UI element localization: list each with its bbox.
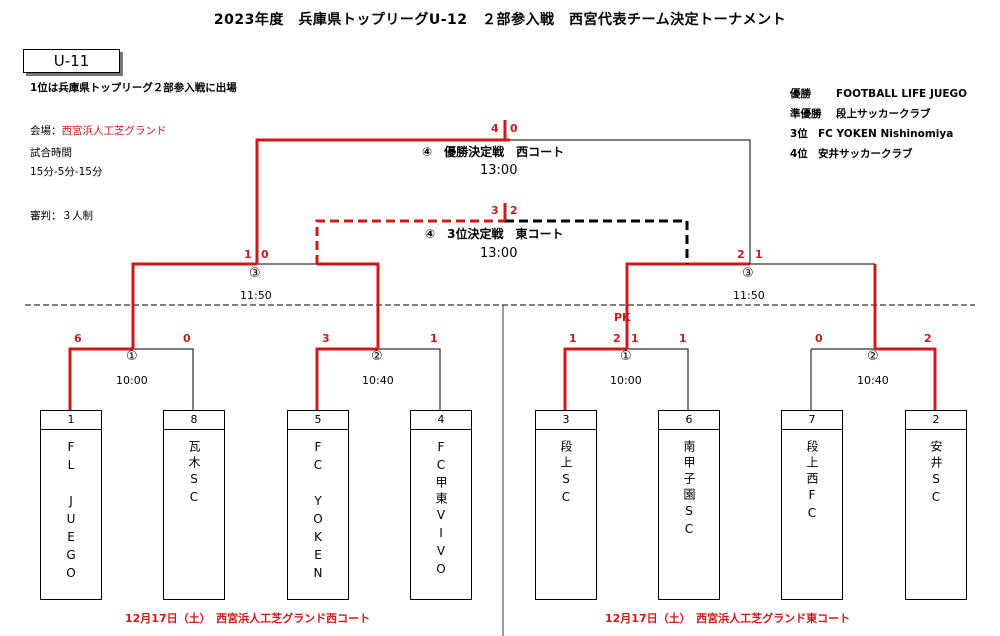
venue-name: 西宮浜人工芝グランド [61, 125, 167, 137]
round1-winner-lines [68, 347, 937, 410]
result-row: 4位安井サッカークラブ [790, 148, 913, 160]
round1-lines [133, 348, 875, 410]
team-name: 段上西FC [805, 440, 819, 524]
team-seed: 1 [41, 411, 101, 430]
team-name: FC YOKEN [311, 440, 325, 584]
final-time: 13:00 [480, 163, 518, 178]
semi-right-score-right: 1 [755, 248, 763, 261]
r1-lw1-score-right: 0 [183, 332, 191, 345]
semi-winner-lines [131, 262, 877, 349]
team-seed: 3 [536, 411, 596, 430]
result-row: 準優勝段上サッカークラブ [790, 108, 931, 120]
team-name: 瓦木SC [187, 440, 201, 508]
r1-lw1-time: 10:00 [116, 374, 148, 387]
venue-east-caption: 12月17日（土） 西宮浜人工芝グランド東コート [605, 612, 851, 625]
age-category-badge: U-11 [23, 49, 120, 73]
r1-re1-label: ① [620, 349, 632, 364]
qualify-note: 1位は兵庫県トップリーグ２部参入戦に出場 [30, 82, 237, 94]
page-title: 2023年度 兵庫県トップリーグU-12 ２部参入戦 西宮代表チーム決定トーナメ… [213, 12, 787, 28]
team-box: 1 FL JUEGO [40, 410, 102, 600]
third-place-time: 13:00 [480, 246, 518, 261]
venue-label: 会場： [30, 125, 62, 137]
r1-re2-label: ② [867, 349, 879, 364]
semi-left-score-left: 1 [244, 248, 252, 261]
r1-re1-score-left: 1 [569, 332, 577, 345]
team-name: 段上SC [559, 440, 573, 508]
team-seed: 7 [782, 411, 842, 430]
venue-info: 会場：西宮浜人工芝グランド [30, 123, 167, 138]
match-time-label: 試合時間 [30, 147, 72, 159]
pk-score-left: 2 [613, 332, 621, 345]
final-lines [255, 120, 751, 264]
third-score-left: 3 [491, 204, 499, 217]
final-label: ④ 優勝決定戦 西コート [422, 145, 565, 159]
r1-re2-time: 10:40 [857, 374, 889, 387]
r1-lw1-label: ① [126, 349, 138, 364]
semi-right-label: ③ [742, 266, 754, 281]
team-box: 2 安井SC [905, 410, 967, 600]
team-box: 5 FC YOKEN [287, 410, 349, 600]
team-seed: 4 [411, 411, 471, 430]
team-box: 3 段上SC [535, 410, 597, 600]
semi-right-score-left: 2 [737, 248, 745, 261]
r1-re1-score-right: 1 [679, 332, 687, 345]
semi-left-time: 11:50 [240, 289, 272, 302]
team-box: 7 段上西FC [781, 410, 843, 600]
team-box: 4 FC甲東VIVO [410, 410, 472, 600]
r1-lw2-score-right: 1 [430, 332, 438, 345]
third-score-right: 2 [510, 204, 518, 217]
team-name: FC甲東VIVO [434, 440, 448, 580]
referee-info: 審判：３人制 [30, 210, 93, 222]
r1-lw1-score-left: 6 [74, 332, 82, 345]
pk-score-right: 1 [631, 332, 639, 345]
r1-re2-score-left: 0 [815, 332, 823, 345]
team-name: 南甲子園SC [682, 440, 696, 540]
r1-lw2-score-left: 3 [322, 332, 330, 345]
semi-left-score-right: 0 [261, 248, 269, 261]
semi-right-time: 11:50 [733, 289, 765, 302]
third-place-label: ④ 3位決定戦 東コート [425, 227, 564, 241]
match-time: 15分-5分-15分 [30, 166, 103, 178]
r1-re1-time: 10:00 [610, 374, 642, 387]
semi-left-label: ③ [249, 266, 261, 281]
team-name: FL JUEGO [64, 440, 78, 584]
venue-west-caption: 12月17日（土） 西宮浜人工芝グランド西コート [125, 612, 371, 625]
r1-re2-score-right: 2 [924, 332, 932, 345]
divider-lines [25, 304, 975, 636]
team-name: 安井SC [929, 440, 943, 508]
final-score-left: 4 [491, 122, 499, 135]
team-box: 6 南甲子園SC [658, 410, 720, 600]
final-score-right: 0 [510, 122, 518, 135]
third-place-lines [315, 203, 689, 264]
team-seed: 6 [659, 411, 719, 430]
team-seed: 5 [288, 411, 348, 430]
r1-lw2-time: 10:40 [362, 374, 394, 387]
r1-lw2-label: ② [371, 349, 383, 364]
pk-label: PK [614, 311, 631, 324]
team-seed: 2 [906, 411, 966, 430]
team-seed: 8 [164, 411, 224, 430]
team-box: 8 瓦木SC [163, 410, 225, 600]
